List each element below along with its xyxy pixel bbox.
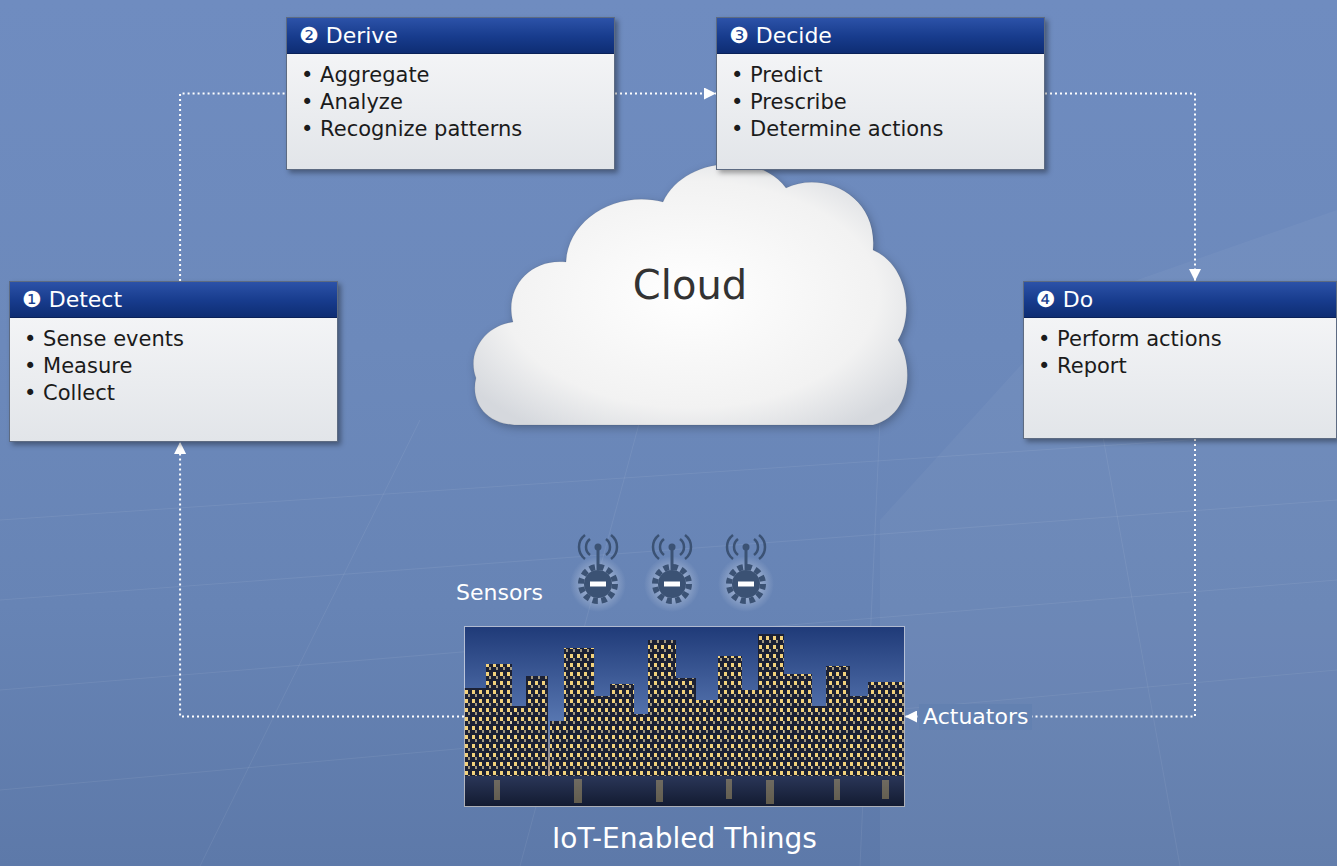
- bullet-item: • Perform actions: [1038, 326, 1222, 353]
- process-box: ❸ Decide • Predict• Prescribe• Determine …: [716, 17, 1045, 170]
- box-body: • Aggregate• Analyze• Recognize patterns: [287, 54, 614, 169]
- sensors-label: Sensors: [456, 580, 543, 606]
- actuators-label: Actuators: [919, 704, 1032, 730]
- step-heading: ❶ Detect: [22, 287, 122, 312]
- sky: [464, 626, 905, 807]
- process-box: ❷ Derive • Aggregate• Analyze• Recognize …: [286, 17, 615, 170]
- sensor-icon: [644, 535, 700, 612]
- flow-connector: [180, 442, 464, 717]
- reflections: [494, 779, 889, 804]
- bullet-item: • Determine actions: [731, 116, 943, 143]
- sensor-icon: [718, 535, 774, 612]
- city-illustration: [464, 626, 905, 807]
- bullet-item: • Sense events: [24, 326, 184, 353]
- box-header: ❶ Detect: [10, 282, 337, 318]
- flow-connector: [905, 439, 1195, 717]
- photo-caption: IoT-Enabled Things: [465, 822, 904, 856]
- process-box: ❹ Do • Perform actions• Report: [1023, 281, 1337, 439]
- process-box: ❶ Detect • Sense events• Measure• Collect: [9, 281, 338, 442]
- bullet-item: • Analyze: [301, 89, 403, 116]
- box-header: ❷ Derive: [287, 18, 614, 54]
- cloud-label: Cloud: [468, 262, 912, 308]
- part-label: Actuators: [919, 704, 1032, 730]
- bullet-item: • Recognize patterns: [301, 116, 522, 143]
- part-label: Sensors: [456, 580, 543, 606]
- bullet-item: • Predict: [731, 62, 822, 89]
- step-heading: ❷ Derive: [299, 23, 398, 48]
- city-photo: IoT-Enabled Things: [464, 626, 905, 807]
- bullet-item: • Aggregate: [301, 62, 430, 89]
- bullet-item: • Collect: [24, 380, 115, 407]
- step-heading: ❹ Do: [1036, 287, 1093, 312]
- flow-connector: [1045, 94, 1195, 282]
- box-body: • Sense events• Measure• Collect: [10, 318, 337, 441]
- bullet-item: • Prescribe: [731, 89, 847, 116]
- background-chart: [880, 210, 1337, 866]
- box-body: • Predict• Prescribe• Determine actions: [717, 54, 1044, 169]
- buildings: [464, 634, 905, 776]
- step-heading: ❸ Decide: [729, 23, 832, 48]
- sensor-icon: [570, 535, 626, 612]
- bullet-item: • Report: [1038, 353, 1127, 380]
- box-body: • Perform actions• Report: [1024, 318, 1336, 438]
- flow-connector: [615, 93, 716, 95]
- box-header: ❸ Decide: [717, 18, 1044, 54]
- cloud-shape: Cloud: [468, 140, 912, 427]
- water: [464, 776, 905, 807]
- box-header: ❹ Do: [1024, 282, 1336, 318]
- flow-connector: [180, 94, 286, 282]
- bullet-item: • Measure: [24, 353, 132, 380]
- building-windows: [464, 634, 905, 776]
